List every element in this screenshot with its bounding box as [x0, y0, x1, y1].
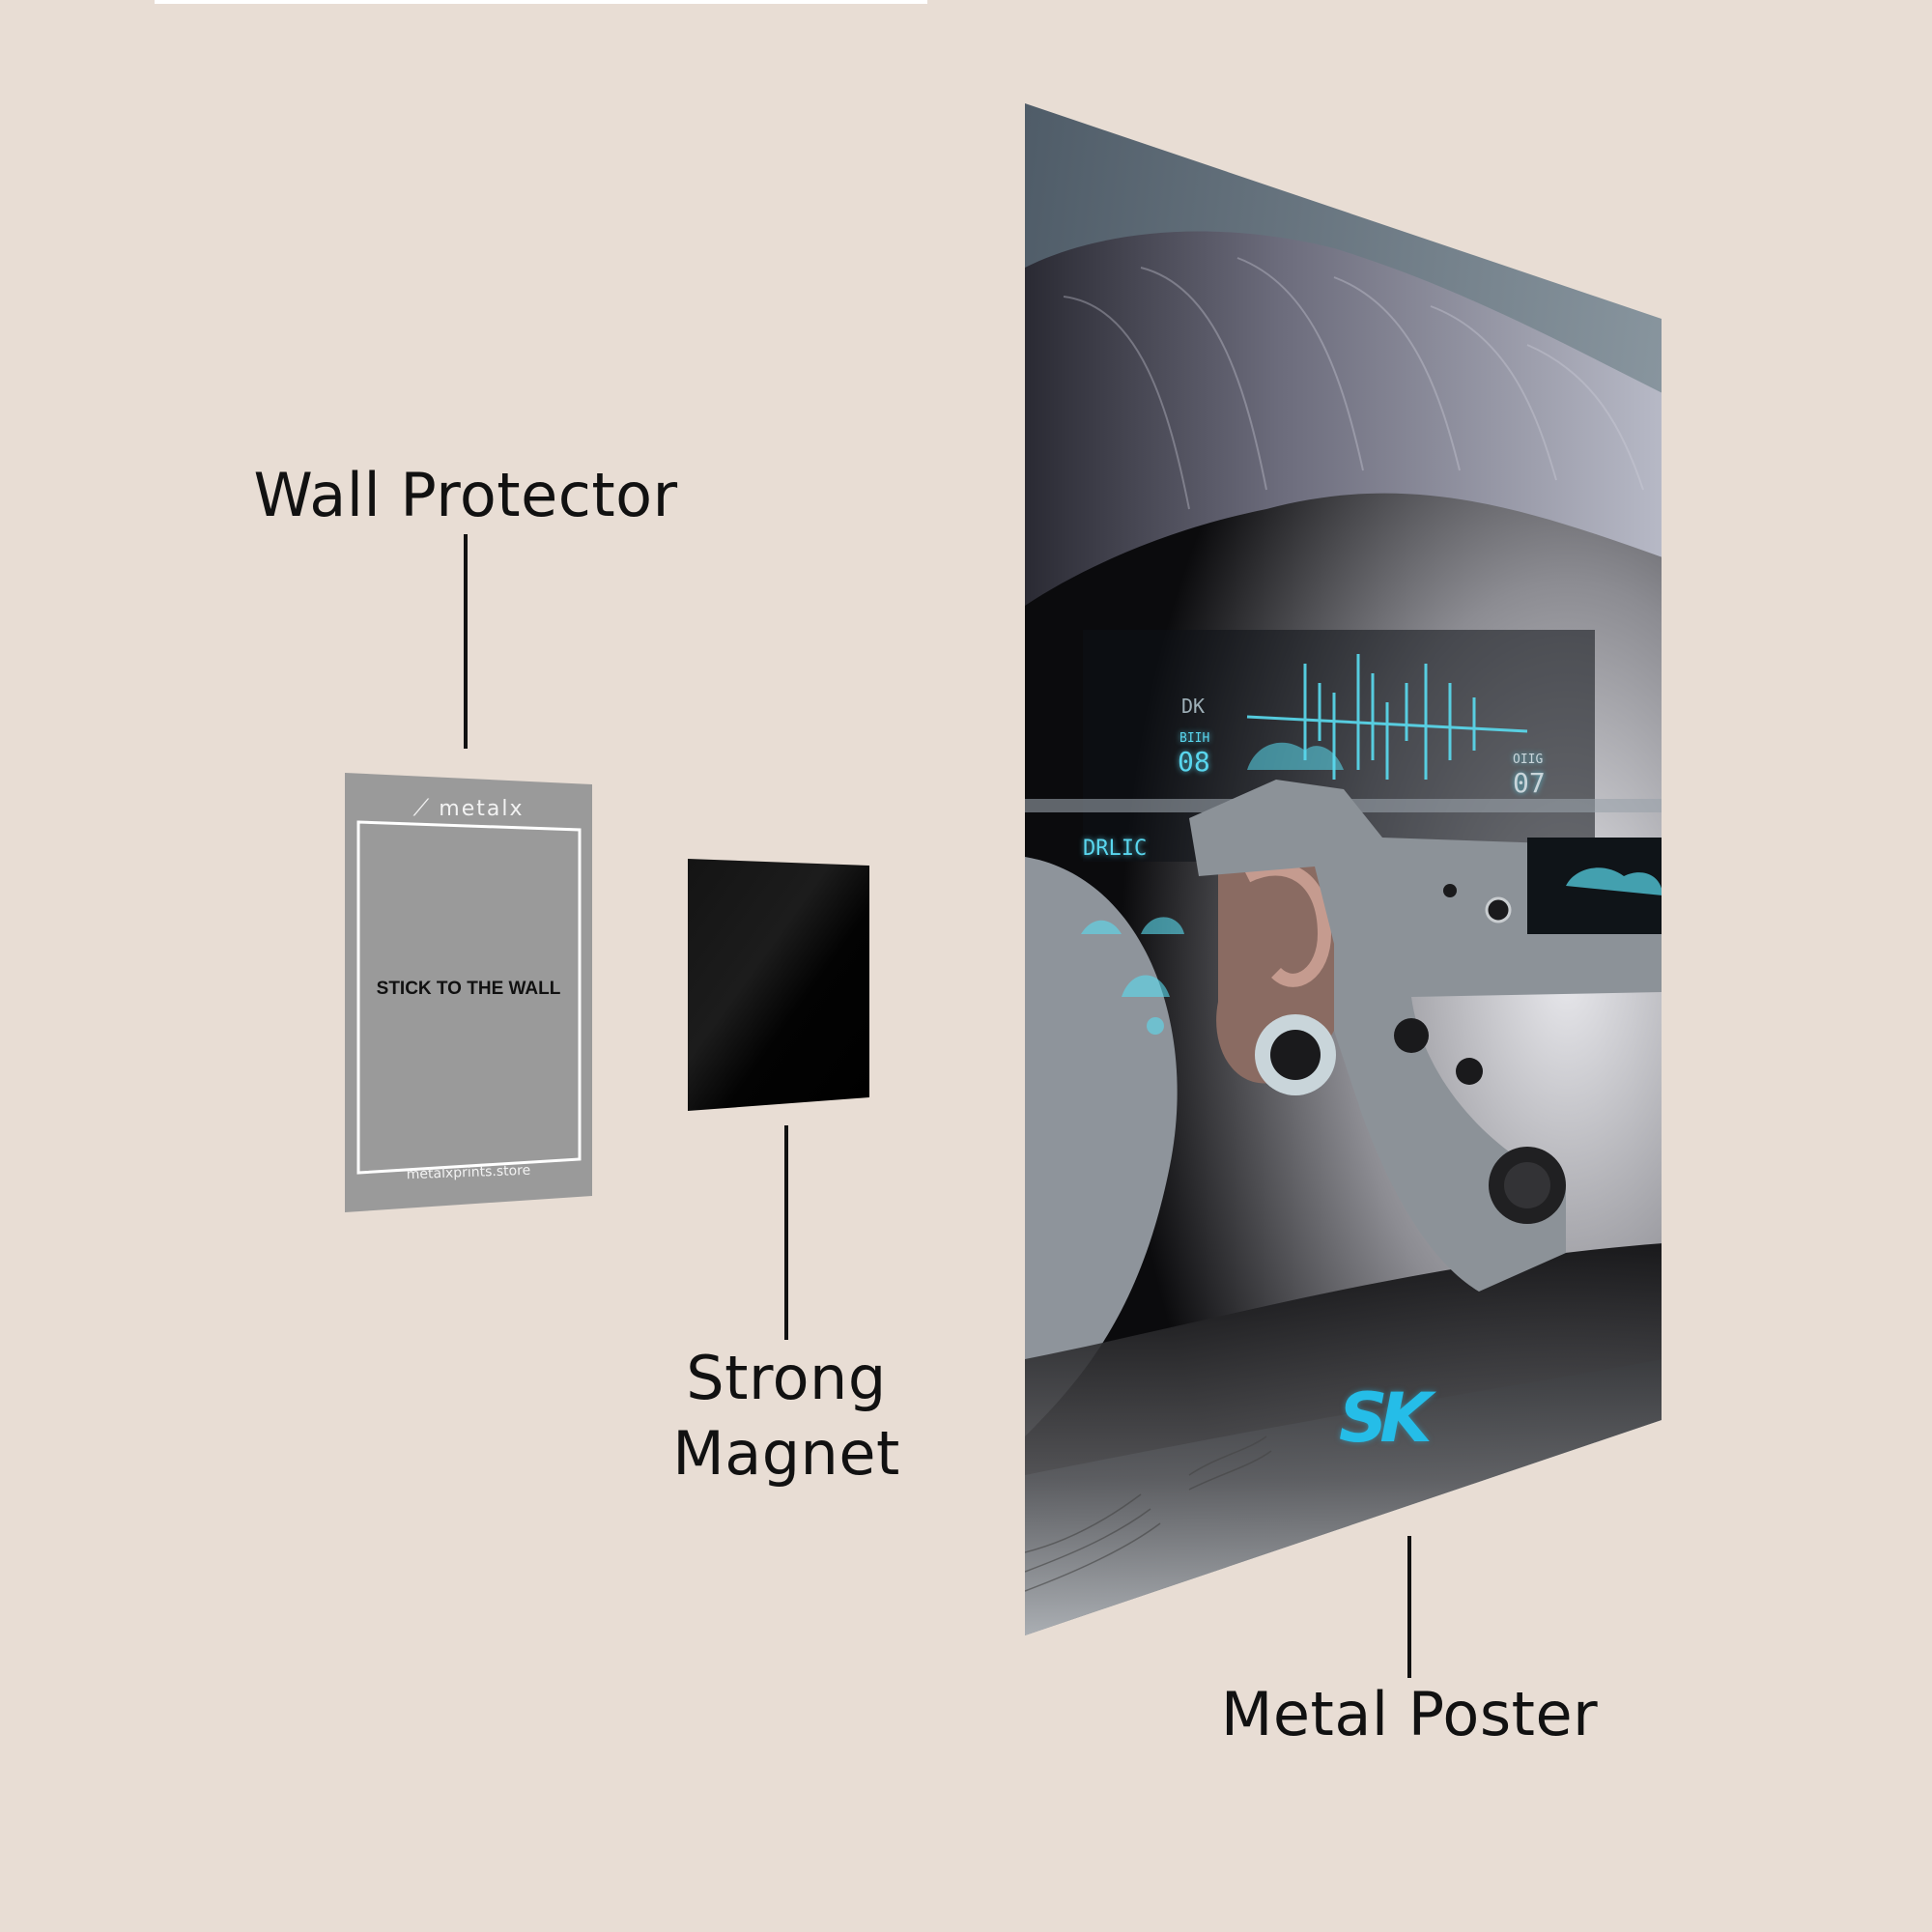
top-white-strip — [155, 0, 927, 4]
hud-text-oiig: OIIG — [1513, 753, 1544, 767]
metalx-logo-text: metalx — [439, 797, 525, 821]
poster-artwork — [1025, 103, 1662, 1635]
metalx-logo-icon: ⟋ — [412, 794, 432, 821]
hud-number-08: 08 — [1178, 746, 1210, 778]
metal-poster-label: Metal Poster — [1220, 1679, 1599, 1749]
strong-magnet-connector — [784, 1125, 788, 1340]
strong-magnet — [688, 859, 869, 1111]
wall-protector-connector — [464, 534, 468, 749]
metalx-logo: ⟋ metalx — [345, 794, 592, 821]
strong-magnet-label-line1: Strong — [686, 1343, 887, 1413]
hud-text-dk: DK — [1181, 695, 1206, 718]
hud-text-biih: BIIH — [1179, 731, 1210, 746]
metal-poster-connector — [1407, 1536, 1411, 1678]
hud-number-07: 07 — [1513, 767, 1546, 799]
wall-protector-label: Wall Protector — [253, 460, 678, 530]
wall-protector-shape — [345, 773, 592, 1212]
sk-signature-logo: SK — [1339, 1378, 1433, 1458]
wall-protector-card: ⟋metalx STICK TO THE WALL metalxprints.s… — [345, 773, 592, 1212]
stick-to-wall-text: STICK TO THE WALL — [376, 979, 561, 999]
metal-poster: DK BIIH 08 OIIG 07 DRLIC SK — [1025, 103, 1662, 1636]
hud-label-drlic: DRLIC — [1083, 837, 1148, 861]
strong-magnet-label-line2: Magnet — [672, 1418, 900, 1489]
